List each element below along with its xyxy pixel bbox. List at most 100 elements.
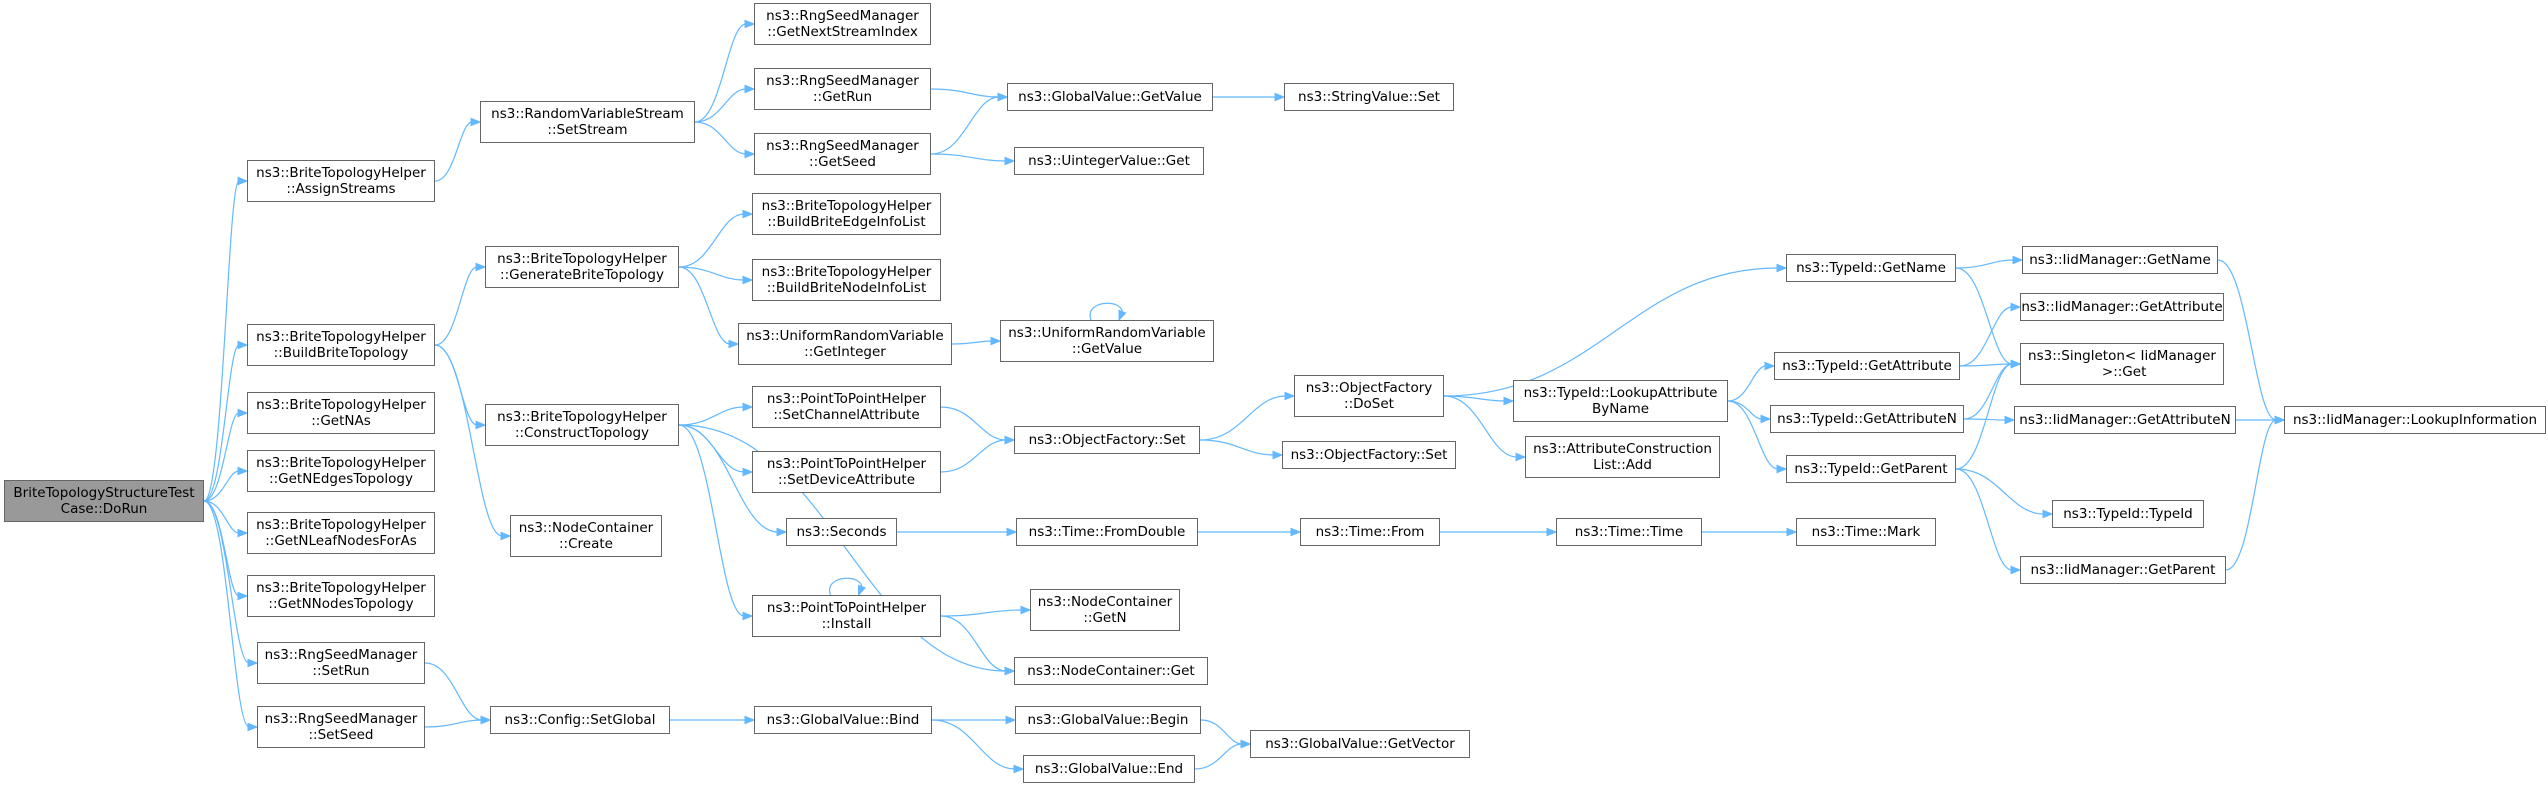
node-p2p-set-channel[interactable]: ns3::PointToPointHelper ::SetChannelAttr… (752, 386, 941, 428)
node-build-edge-info[interactable]: ns3::BriteTopologyHelper ::BuildBriteEdg… (752, 193, 941, 235)
node-gv-end[interactable]: ns3::GlobalValue::End (1023, 755, 1195, 783)
edge-buildBrite-to-generateBrite (434, 266, 478, 346)
node-string-set[interactable]: ns3::StringValue::Set (1284, 83, 1454, 111)
node-iid-get-attribute-n[interactable]: ns3::IidManager::GetAttributeN (2014, 406, 2236, 434)
edge-timeFrom-to-timeTime-arrowhead (1546, 527, 1558, 537)
edge-p2pInstall-to-ncGetN-arrowhead (1020, 605, 1032, 615)
node-label: ns3::ObjectFactory ::DoSet (1305, 380, 1433, 412)
node-gv-get-value[interactable]: ns3::GlobalValue::GetValue (1007, 83, 1213, 111)
node-build-brite[interactable]: ns3::BriteTopologyHelper ::BuildBriteTop… (247, 324, 435, 366)
node-label: ns3::BriteTopologyHelper ::BuildBriteNod… (761, 264, 932, 296)
node-p2p-install[interactable]: ns3::PointToPointHelper ::Install (752, 595, 941, 637)
node-gv-bind[interactable]: ns3::GlobalValue::Bind (754, 706, 932, 734)
node-nc-create[interactable]: ns3::NodeContainer ::Create (510, 515, 662, 557)
edge-tiGetName-to-iidGetName (1955, 259, 2015, 269)
edge-tiGetParent-to-iidGetParent (1955, 468, 2013, 571)
node-construct-topo[interactable]: ns3::BriteTopologyHelper ::ConstructTopo… (485, 404, 679, 446)
node-seconds[interactable]: ns3::Seconds (786, 518, 897, 546)
node-label: ns3::GlobalValue::Begin (1027, 712, 1189, 728)
node-label: ns3::GlobalValue::GetValue (1018, 89, 1202, 105)
edge-constructTopo-to-seconds-arrowhead (776, 527, 788, 537)
node-singleton-get[interactable]: ns3::Singleton< IidManager >::Get (2020, 343, 2224, 385)
node-label: ns3::TypeId::TypeId (2063, 506, 2193, 522)
node-time-time[interactable]: ns3::Time::Time (1556, 518, 1702, 546)
node-label: ns3::AttributeConstruction List::Add (1533, 441, 1712, 473)
node-ti-get-name[interactable]: ns3::TypeId::GetName (1786, 254, 1956, 282)
node-rng-next-stream[interactable]: ns3::RngSeedManager ::GetNextStreamIndex (754, 3, 931, 45)
node-of-do-set[interactable]: ns3::ObjectFactory ::DoSet (1294, 375, 1444, 417)
node-set-seed[interactable]: ns3::RngSeedManager ::SetSeed (257, 706, 425, 748)
edge-buildBrite-to-constructTopo (434, 344, 478, 426)
node-config-set-global[interactable]: ns3::Config::SetGlobal (490, 706, 670, 734)
node-ti-lookup-attr[interactable]: ns3::TypeId::LookupAttribute ByName (1513, 380, 1728, 422)
node-time-mark[interactable]: ns3::Time::Mark (1796, 518, 1936, 546)
edge-gvEnd-to-gvGetVector-arrowhead (1240, 739, 1252, 749)
node-label: ns3::ObjectFactory::Set (1290, 447, 1448, 463)
node-ti-type-id[interactable]: ns3::TypeId::TypeId (2052, 500, 2204, 528)
node-label: ns3::BriteTopologyHelper ::AssignStreams (256, 165, 426, 197)
node-assign-streams[interactable]: ns3::BriteTopologyHelper ::AssignStreams (247, 160, 435, 202)
node-set-run[interactable]: ns3::RngSeedManager ::SetRun (257, 642, 425, 684)
node-label: ns3::Time::Time (1574, 524, 1684, 540)
edge-rngGetSeed-to-gvGetValue (930, 96, 1000, 155)
edge-buildBrite-to-ncCreate-arrowhead (500, 531, 512, 541)
node-ti-get-attribute-n[interactable]: ns3::TypeId::GetAttributeN (1770, 405, 1964, 433)
node-iid-get-attribute[interactable]: ns3::IidManager::GetAttribute (2020, 293, 2224, 321)
node-gv-begin[interactable]: ns3::GlobalValue::Begin (1015, 706, 1201, 734)
node-label: ns3::UintegerValue::Get (1028, 153, 1190, 169)
node-gv-get-vector[interactable]: ns3::GlobalValue::GetVector (1250, 730, 1470, 758)
node-ti-get-parent[interactable]: ns3::TypeId::GetParent (1786, 455, 1956, 483)
node-nc-get[interactable]: ns3::NodeContainer::Get (1014, 657, 1208, 685)
node-of-set[interactable]: ns3::ObjectFactory::Set (1014, 426, 1200, 454)
node-label: ns3::Config::SetGlobal (504, 712, 656, 728)
edge-ofDoSet-to-tiGetName (1443, 267, 1779, 397)
edge-root-to-assignStreams-arrowhead (237, 176, 249, 186)
node-p2p-set-device[interactable]: ns3::PointToPointHelper ::SetDeviceAttri… (752, 451, 941, 493)
edge-ofSet-to-ofSet2-arrowhead (1272, 450, 1284, 460)
edge-p2pInstall-to-ncGet-arrowhead (1004, 666, 1016, 676)
node-label: ns3::NodeContainer::Get (1027, 663, 1195, 679)
edge-tiGetAttributeN-to-iidGetAttributeN (1963, 418, 2007, 421)
node-iid-lookup-info[interactable]: ns3::IidManager::LookupInformation (2284, 406, 2546, 434)
node-label: ns3::GlobalValue::GetVector (1265, 736, 1455, 752)
node-get-n-leaf[interactable]: ns3::BriteTopologyHelper ::GetNLeafNodes… (247, 512, 435, 554)
node-iid-get-name[interactable]: ns3::IidManager::GetName (2022, 246, 2218, 274)
node-rng-get-seed[interactable]: ns3::RngSeedManager ::GetSeed (754, 133, 931, 175)
node-of-set2[interactable]: ns3::ObjectFactory::Set (1282, 441, 1456, 469)
node-get-n-nodes[interactable]: ns3::BriteTopologyHelper ::GetNNodesTopo… (247, 575, 435, 617)
edge-gvBegin-to-gvGetVector (1200, 719, 1243, 745)
node-time-from[interactable]: ns3::Time::From (1300, 518, 1440, 546)
node-get-n-edges[interactable]: ns3::BriteTopologyHelper ::GetNEdgesTopo… (247, 450, 435, 492)
edge-rngGetRun-to-gvGetValue (930, 88, 1000, 98)
node-iid-get-parent[interactable]: ns3::IidManager::GetParent (2020, 556, 2226, 584)
node-rng-get-run[interactable]: ns3::RngSeedManager ::GetRun (754, 68, 931, 110)
node-nc-get-n[interactable]: ns3::NodeContainer ::GetN (1030, 589, 1180, 631)
node-label: ns3::BriteTopologyHelper ::BuildBriteTop… (256, 329, 426, 361)
node-label: ns3::TypeId::GetAttributeN (1777, 411, 1957, 427)
edge-rngGetSeed-to-uintGet-arrowhead (1004, 156, 1016, 166)
node-urv-get-integer[interactable]: ns3::UniformRandomVariable ::GetInteger (738, 323, 952, 365)
node-ti-get-attribute[interactable]: ns3::TypeId::GetAttribute (1774, 352, 1960, 380)
node-label: ns3::Seconds (796, 524, 887, 540)
node-label: ns3::Time::Mark (1811, 524, 1921, 540)
edge-root-to-getNEdges (203, 470, 240, 502)
node-uint-get[interactable]: ns3::UintegerValue::Get (1014, 147, 1204, 175)
edge-root-to-getNAs-arrowhead (237, 408, 249, 418)
edge-root-to-getNLeaf (203, 500, 240, 534)
node-urv-get-value[interactable]: ns3::UniformRandomVariable ::GetValue (1000, 320, 1214, 362)
edge-p2pInstall-to-ncGet (940, 615, 1007, 672)
node-root[interactable]: BriteTopologyStructureTest Case::DoRun (4, 480, 204, 522)
edge-assignStreams-to-rvSetStream-arrowhead (470, 117, 482, 127)
node-attr-constr-add[interactable]: ns3::AttributeConstruction List::Add (1525, 436, 1720, 478)
node-generate-brite[interactable]: ns3::BriteTopologyHelper ::GenerateBrite… (485, 246, 679, 288)
node-rv-set-stream[interactable]: ns3::RandomVariableStream ::SetStream (480, 101, 695, 143)
edge-gvEnd-to-gvGetVector (1194, 743, 1243, 770)
edge-gvBind-to-gvBegin-arrowhead (1005, 715, 1017, 725)
edge-tiGetParent-to-iidGetParent-arrowhead (2010, 565, 2022, 575)
node-label: ns3::TypeId::GetParent (1794, 461, 1948, 477)
edge-p2pInstall-to-p2pInstall (829, 577, 863, 596)
node-time-from-double[interactable]: ns3::Time::FromDouble (1016, 518, 1198, 546)
node-get-n-as[interactable]: ns3::BriteTopologyHelper ::GetNAs (247, 392, 435, 434)
node-build-node-info[interactable]: ns3::BriteTopologyHelper ::BuildBriteNod… (752, 259, 941, 301)
edge-constructTopo-to-ncGet (678, 424, 1007, 672)
